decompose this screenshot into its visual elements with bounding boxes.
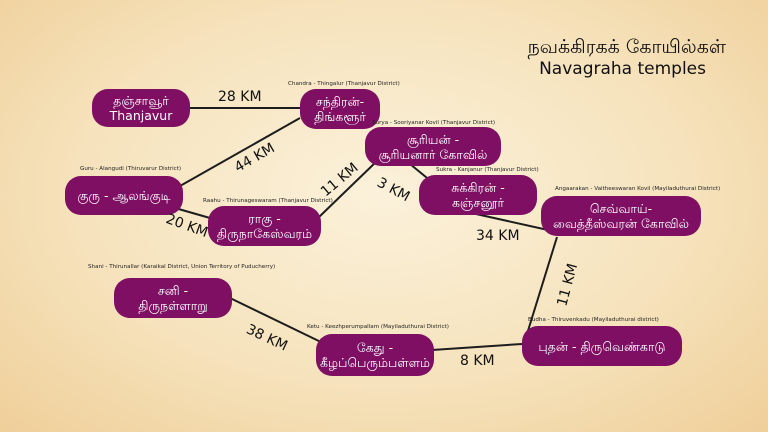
caption-shani: Shani - Thirunallar (Karaikal District, …	[88, 264, 276, 270]
node-chandra-line2: திங்களூர்	[314, 109, 366, 124]
node-chandra: சந்திரன்- திங்களூர்	[300, 89, 380, 129]
node-shani-line1: சனி -	[157, 283, 189, 298]
edge-budha-ketu	[431, 343, 523, 351]
caption-sukra: Sukra - Kanjanur (Thanjavur District)	[436, 167, 539, 173]
caption-ketu: Ketu - Keezhperumpallam (Mayiladuthurai …	[307, 324, 449, 330]
edge-raahu-surya	[317, 159, 379, 219]
node-shani: சனி - திருநள்ளாறு	[114, 278, 232, 318]
node-surya: சூரியன் - சூரியனார் கோவில்	[365, 127, 501, 166]
caption-chandra: Chandra - Thingalur (Thanjavur District)	[288, 81, 400, 87]
caption-raahu: Raahu - Thirunageswaram (Thanjavur Distr…	[203, 198, 333, 204]
node-raahu-line1: ராகு -	[248, 211, 281, 226]
caption-angaarakan: Angaarakan - Vaitheeswaran Kovil (Mayila…	[555, 186, 721, 192]
node-surya-line2: சூரியனார் கோவில்	[378, 146, 488, 162]
node-budha-line1: புதன் - திருவெண்காடு	[538, 338, 666, 354]
node-raahu-line2: திருநாகேஸ்வரம்	[216, 226, 313, 241]
edge-sukra-angaarakan	[475, 213, 549, 231]
distance-thanjavur-chandra: 28 KM	[218, 89, 262, 105]
distance-sukra-angaarakan: 34 KM	[476, 228, 520, 244]
edge-chandra-guru	[179, 117, 301, 187]
node-thanjavur-tamil: தஞ்சாவூர்	[113, 93, 169, 108]
node-sukra: சுக்கிரன் - கஞ்சனூர்	[419, 175, 537, 215]
caption-surya: Surya - Sooriyanar Kovil (Thanjavur Dist…	[372, 120, 496, 126]
caption-guru: Guru - Alangudi (Thiruvarur District)	[80, 166, 182, 172]
node-raahu: ராகு - திருநாகேஸ்வரம்	[208, 206, 321, 246]
node-thanjavur: தஞ்சாவூர் Thanjavur	[92, 89, 190, 127]
node-chandra-line1: சந்திரன்-	[315, 94, 365, 109]
node-sukra-line2: கஞ்சனூர்	[451, 195, 505, 210]
node-sukra-line1: சுக்கிரன் -	[451, 180, 505, 195]
node-budha: புதன் - திருவெண்காடு	[522, 326, 682, 366]
edge-angaarakan-budha	[526, 236, 558, 335]
node-guru: குரு - ஆலங்குடி	[65, 176, 183, 215]
node-guru-line1: குரு - ஆலங்குடி	[77, 188, 171, 203]
node-angaarakan: செவ்வாய்- வைத்தீஸ்வரன் கோவில்	[541, 196, 701, 236]
title-english: Navagraha temples	[539, 59, 706, 79]
node-ketu-line1: கேது -	[356, 340, 394, 355]
distance-budha-ketu: 8 KM	[460, 353, 495, 369]
node-angaarakan-line1: செவ்வாய்-	[589, 201, 653, 216]
node-ketu: கேது - கீழப்பெரும்பள்ளம்	[316, 334, 434, 376]
node-ketu-line2: கீழப்பெரும்பள்ளம்	[320, 355, 430, 370]
node-surya-line1: சூரியன் -	[406, 131, 460, 147]
node-shani-line2: திருநள்ளாறு	[138, 298, 208, 313]
edge-ketu-shani	[229, 297, 326, 345]
node-thanjavur-english: Thanjavur	[109, 108, 173, 123]
node-angaarakan-line2: வைத்தீஸ்வரன் கோவில்	[552, 216, 690, 231]
title-tamil: நவக்கிரகக் கோயில்கள்	[527, 36, 726, 58]
caption-budha: Budha - Thiruvenkadu (Mayiladuthurai dis…	[528, 317, 659, 323]
